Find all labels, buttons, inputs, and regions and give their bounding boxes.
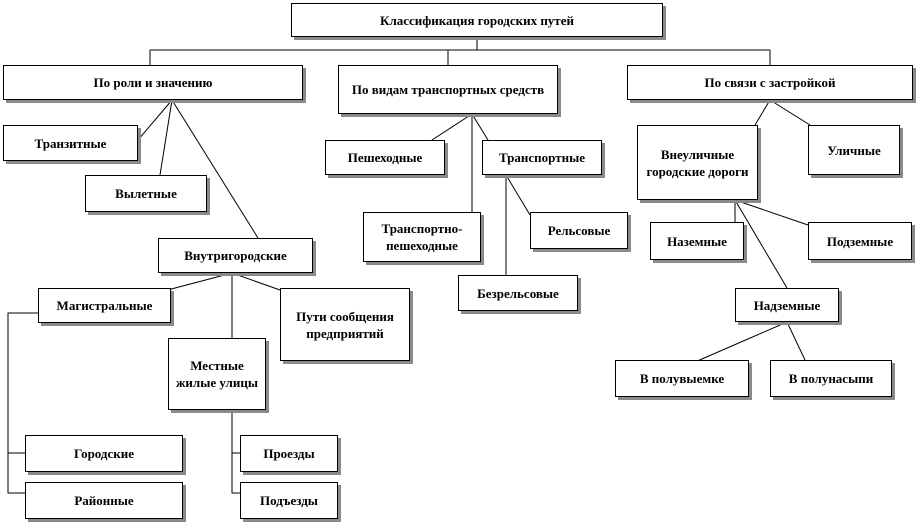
node-pedestrian: Пешеходные xyxy=(325,140,445,175)
node-semi-excavation: В полувыемке xyxy=(615,360,749,397)
connector-building-offstreet xyxy=(754,99,771,126)
root-node: Классификация городских путей xyxy=(291,3,663,37)
node-by-role: По роли и значению xyxy=(3,65,303,100)
node-trackless: Безрельсовые xyxy=(458,275,578,311)
node-transport: Транспортные xyxy=(482,140,602,175)
node-by-transport: По видам транспортных средств xyxy=(338,65,558,114)
node-exit: Вылетные xyxy=(85,175,207,212)
connector-building-street xyxy=(769,99,811,126)
node-by-building: По связи с застройкой xyxy=(627,65,913,100)
connector-role-transit xyxy=(137,99,173,141)
node-arterial: Магистральные xyxy=(38,288,171,323)
node-local-streets: Местные жилые улицы xyxy=(168,338,266,410)
node-enterprise-routes: Пути сообщения предприятий xyxy=(280,288,410,361)
node-off-street: Внеуличные городские дороги xyxy=(637,125,758,200)
connector-transport-rail xyxy=(505,174,531,216)
connector-arterial-children xyxy=(7,312,38,494)
connector-root xyxy=(149,37,771,65)
connector-role-intracity xyxy=(171,99,259,239)
node-elevated: Надземные xyxy=(735,288,839,322)
node-driveways: Проезды xyxy=(240,435,338,472)
node-intracity: Внутригородские xyxy=(158,238,313,273)
node-underground: Подземные xyxy=(808,222,912,260)
node-access-roads: Подъезды xyxy=(240,482,338,519)
connector-transport-pedestrian xyxy=(431,113,473,141)
node-ground: Наземные xyxy=(650,222,744,260)
node-transport-pedestrian: Транспортно-пешеходные xyxy=(363,212,481,262)
connector-offstreet-underground xyxy=(734,199,809,226)
node-district: Районные xyxy=(25,482,183,519)
connector-role-exit xyxy=(159,99,173,176)
connector-intracity-arterial xyxy=(159,272,233,293)
connector-intracity-enterprise xyxy=(231,272,281,291)
node-rail: Рельсовые xyxy=(530,212,628,249)
connector-transport-transport xyxy=(471,113,489,141)
node-city: Городские xyxy=(25,435,183,472)
connector-offstreet-elevated xyxy=(734,199,788,289)
node-transit: Транзитные xyxy=(3,125,138,161)
node-street: Уличные xyxy=(808,125,900,175)
connector-elevated-children xyxy=(694,321,806,363)
node-semi-embankment: В полунасыпи xyxy=(770,360,892,397)
connector-local-children xyxy=(231,410,240,494)
